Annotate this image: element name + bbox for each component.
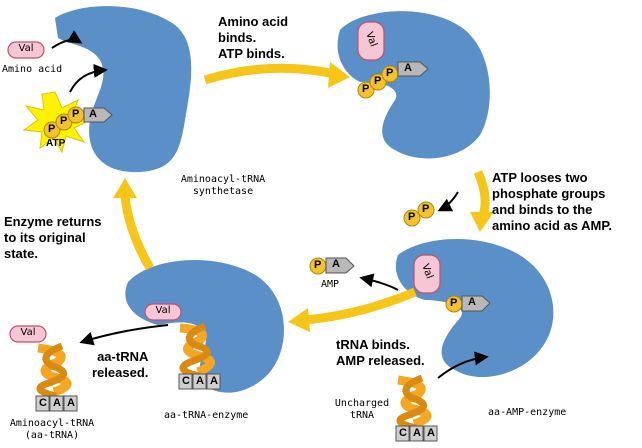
p-label-atp-2: P	[60, 115, 68, 127]
p-label-atp-3: P	[72, 108, 80, 120]
anticodon-2-enzyme: A	[196, 375, 204, 387]
trna-helix-enzyme	[179, 322, 215, 380]
val-label-aa-trna: Val	[20, 327, 36, 338]
phosphate-pp-released	[403, 201, 435, 227]
adenosine-amp-released	[325, 257, 355, 274]
anticodon-2-aa: A	[53, 397, 61, 409]
anticodon-1-enzyme: C	[182, 375, 190, 387]
trna-helix-aa	[36, 342, 72, 400]
anticodon-3-aa: A	[67, 397, 75, 409]
pointer-pp-release	[437, 191, 459, 212]
phosphate-group-atp-bound	[357, 65, 399, 99]
anticodon-3-enzyme: A	[210, 375, 218, 387]
pointer-atp-to-enzyme	[69, 63, 108, 93]
adenosine-aa-amp	[461, 295, 491, 312]
caption-atp: ATP	[46, 138, 66, 149]
val-chip-aa-trna	[9, 325, 47, 343]
val-chip-free	[7, 41, 45, 59]
cycle-arrow-1-head	[328, 62, 350, 88]
anticodon-3-uncharged: A	[427, 427, 435, 439]
cycle-arrow-4	[120, 194, 154, 271]
phosphate-group-atp-free	[43, 106, 85, 139]
trna-helix-uncharged	[396, 374, 432, 432]
pointer-trna-bind	[437, 351, 489, 379]
val-chip-bound-2	[413, 254, 441, 294]
p-label-bound-3: P	[386, 67, 394, 79]
p-label-bound-1: P	[362, 83, 370, 95]
a-label-aa-amp: A	[468, 296, 476, 308]
adenosine-atp-free	[83, 107, 113, 123]
pointer-aa-trna-release	[79, 324, 169, 346]
cycle-arrow-3	[304, 287, 417, 325]
anticodon-boxes-aa	[35, 395, 78, 412]
cycle-arrow-2	[473, 170, 490, 220]
anticodon-2-uncharged: A	[413, 427, 421, 439]
p-label-pp-1: P	[408, 211, 416, 223]
val-chip-bound-1	[357, 21, 385, 61]
cycle-arrow-2-head	[470, 212, 494, 232]
a-label-amp: A	[332, 258, 340, 270]
pointer-aa-to-enzyme	[51, 30, 83, 49]
p-label-bound-2: P	[374, 75, 382, 87]
caption-aminoacyl-trna: Aminoacyl-tRNA(aa-tRNA)	[9, 418, 95, 441]
anticodon-1-aa: C	[39, 397, 47, 409]
cycle-arrow-3-head	[288, 308, 310, 332]
caption-amp: AMP	[321, 279, 340, 290]
p-label-atp-1: P	[48, 123, 56, 135]
p-label-amp: P	[314, 259, 322, 271]
anticodon-1-uncharged: C	[399, 427, 407, 439]
step-3-label: tRNA binds.AMP released.	[336, 337, 425, 368]
anticodon-boxes-enzyme	[178, 373, 221, 390]
val-chip-on-trna-enzyme	[144, 303, 182, 321]
val-label-free: Val	[18, 43, 34, 54]
p-label-pp-2: P	[422, 203, 430, 215]
enzyme-free	[55, 6, 192, 173]
anticodon-boxes-uncharged	[395, 425, 438, 442]
p-label-aa-amp: P	[450, 297, 458, 309]
val-label-trna-enzyme: Val	[155, 305, 171, 316]
adenosine-atp-bound	[397, 61, 429, 77]
cycle-arrow-1	[203, 63, 336, 85]
caption-amino-acid: Amino acid	[2, 64, 63, 75]
a-label-atp-free: A	[89, 108, 97, 120]
cycle-arrow-4-head	[113, 178, 137, 198]
a-label-atp-bound: A	[404, 62, 412, 74]
pointer-amp-release	[359, 273, 399, 291]
caption-aa-amp-enzyme: aa-AMP-enzyme	[488, 407, 567, 418]
caption-aa-trna-enzyme: aa-tRNA-enzyme	[164, 410, 249, 421]
